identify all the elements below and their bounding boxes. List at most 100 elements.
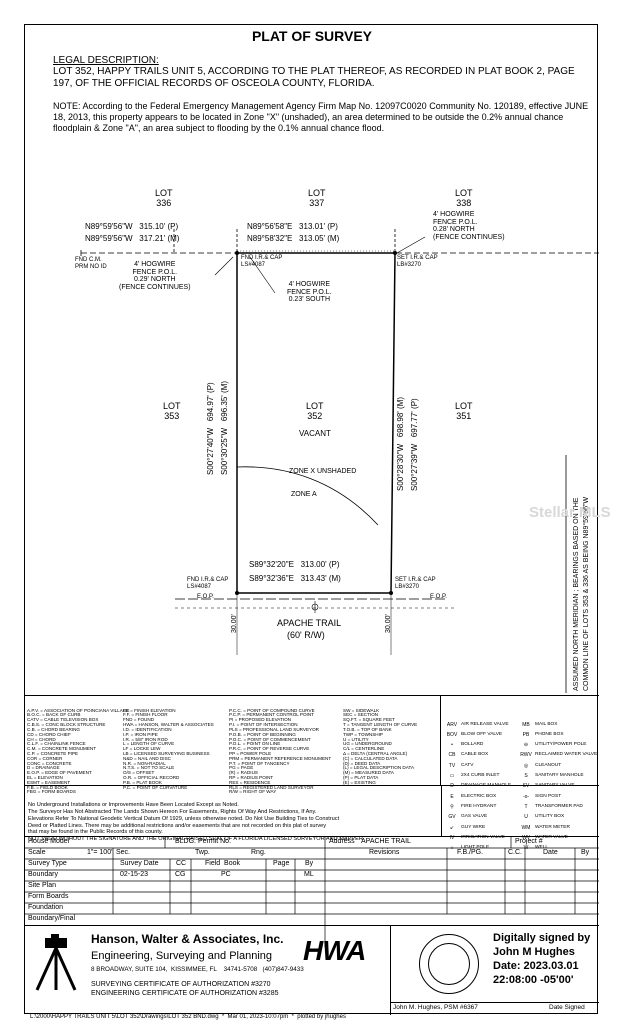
cert-surveying: SURVEYING CERTIFICATE OF AUTHORIZATION #… — [91, 981, 271, 988]
bldg-permit-label: BLDG. Permit No. — [175, 838, 232, 845]
bearing-south-measured: S89°32'36"E 313.43' (M) — [249, 574, 341, 583]
watermark: Stellar MLS — [529, 504, 611, 521]
page-title: PLAT OF SURVEY — [251, 28, 373, 44]
scale-value: 1"= 100' — [87, 849, 113, 856]
eop-right-label: E.O.P. — [430, 594, 447, 600]
company-tagline: Engineering, Surveying and Planning — [91, 950, 273, 962]
road-width: (60' R/W) — [287, 630, 325, 640]
rev-col-fbpg: F.B./PG. — [457, 849, 484, 856]
date-signed-label: Date Signed — [549, 1004, 585, 1011]
bearing-south-plat: S89°32'20"E 313.00' (P) — [249, 560, 340, 569]
zone-a-label: ZONE A — [291, 491, 317, 498]
legal-description-heading: LEGAL DESCRIPTION: — [53, 55, 159, 66]
col-survey-type: Survey Type — [28, 860, 67, 867]
signature-line-4: 22:08:00 -05'00' — [493, 974, 574, 986]
road-dim-right: 30.00' — [385, 614, 392, 633]
row-form-boards: Form Boards — [28, 893, 69, 900]
row-boundary-cc: CG — [175, 871, 186, 878]
hwa-logo: HWA — [303, 935, 366, 966]
project-label: Project # — [515, 838, 543, 845]
address-label: Address — [329, 838, 355, 845]
house-model-label: House Model — [28, 838, 70, 845]
company-block: Hanson, Walter & Associates, Inc. Engine… — [25, 925, 391, 1015]
bearing-left-measured: S00°30'25"W 696.35' (M) — [220, 380, 229, 475]
row-foundation: Foundation — [28, 904, 64, 911]
legal-description: LOT 352, HAPPY TRAILS UNIT 5, ACCORDING … — [53, 66, 575, 89]
row-boundary-date: 02-15-23 — [120, 871, 149, 878]
corner-marker-nw — [235, 251, 239, 255]
general-notes: No Underground Installations or Improvem… — [25, 785, 441, 842]
abbr-col-1: A.P.V. = ASSOCIATION OF POINCIANA VILLAG… — [27, 707, 130, 795]
surveyor-seal-icon — [419, 934, 479, 994]
bearing-north-plat: N89°56'58"E 313.01' (P) — [247, 222, 338, 231]
address-value: APACHE TRAIL — [361, 838, 411, 845]
bearing-west-plat: N89°59'56"W 315.10' (P) — [85, 222, 179, 231]
company-name: Hanson, Walter & Associates, Inc. — [91, 932, 284, 946]
meridian-note-2: COMMON LINE OF LOTS 353 & 336 AS BEING N… — [583, 496, 590, 691]
bearing-north-measured: N89°58'32"E 313.05' (M) — [247, 234, 340, 243]
corner-marker-ne — [393, 251, 397, 255]
col-cc: CC — [176, 860, 187, 867]
sec-label: Sec. — [116, 849, 131, 856]
road-dim-left: 30.00' — [231, 614, 238, 633]
footer-path: L:\2000\HAPPY TRAILS UNIT 5\LOT 352\Draw… — [30, 1014, 346, 1020]
row-boundary-fb: PC — [221, 871, 231, 878]
scale-label: Scale — [28, 849, 46, 856]
col-by: By — [305, 860, 314, 867]
cert-engineering: ENGINEERING CERTIFICATE OF AUTHORIZATION… — [91, 990, 279, 997]
signature-line-3: Date: 2023.03.01 — [493, 960, 579, 972]
twp-label: Twp. — [195, 849, 210, 856]
row-site-plan: Site Plan — [28, 882, 57, 889]
road-name: APACHE TRAIL — [277, 618, 342, 628]
abbreviations-block: A.P.V. = ASSOCIATION OF POINCIANA VILLAG… — [25, 695, 599, 851]
row-boundary-final: Boundary/Final — [28, 915, 76, 922]
bearing-left-plat: S00°27'40"W 694.97' (P) — [206, 382, 215, 475]
rev-col-by: By — [581, 849, 590, 856]
zone-x-label: ZONE X UNSHADED — [289, 468, 357, 475]
col-page: Page — [273, 860, 290, 867]
signature-line-2: John M Hughes — [493, 946, 575, 958]
rev-col-cc: C.C. — [508, 849, 522, 856]
bearing-right-measured: S00°28'30"W 698.98' (M) — [396, 396, 405, 491]
company-address: 8 BROADWAY, SUITE 104, KISSIMMEE, FL 347… — [91, 966, 304, 973]
signature-block: Digitally signed by John M Hughes Date: … — [391, 925, 599, 1015]
vacant-label: VACANT — [299, 429, 331, 438]
plat-sheet: PLAT OF SURVEY LEGAL DESCRIPTION: LOT 35… — [24, 24, 611, 1015]
col-field-book: Field Book — [205, 860, 241, 867]
row-boundary-type: Boundary — [28, 871, 58, 878]
flood-zone-line — [236, 466, 379, 526]
bearing-west-measured: N89°59'56"W 317.21' (M) — [85, 234, 180, 243]
fnd-cm-label: FND C.M.PRM NO ID — [75, 257, 107, 270]
rng-label: Rng. — [251, 849, 266, 856]
rev-col-date: Date — [543, 849, 558, 856]
eop-left-label: E.O.P. — [197, 594, 214, 600]
flood-note: NOTE: According to the Federal Emergency… — [53, 101, 589, 133]
rev-col-revisions: Revisions — [369, 849, 400, 856]
plat-drawing — [80, 229, 599, 693]
row-boundary-by: ML — [304, 871, 314, 878]
survey-table: House Model BLDG. Permit No. Address APA… — [25, 836, 599, 947]
surveyor-tripod-icon — [35, 934, 77, 991]
bearing-right-plat: S00°27'39"W 697.77' (P) — [410, 398, 419, 491]
meridian-note-1: ASSUMED NORTH MERIDIAN ; BEARINGS BASED … — [573, 497, 580, 691]
signature-line-1: Digitally signed by — [493, 932, 591, 944]
col-survey-date: Survey Date — [120, 860, 159, 867]
